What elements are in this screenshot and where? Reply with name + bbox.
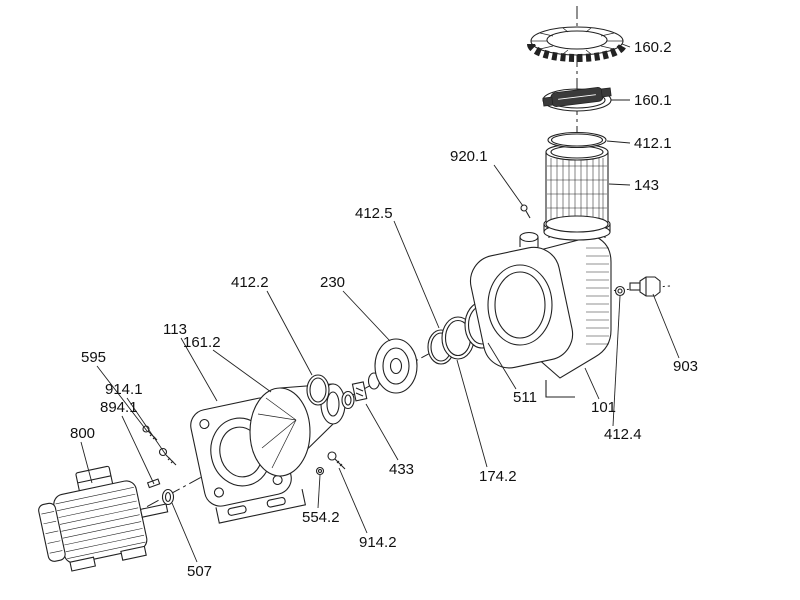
leader-412-5 [393, 220, 440, 329]
part-label-914-2: 914.2 [359, 534, 397, 551]
part-label-412-1: 412.1 [634, 135, 672, 152]
leader-412-2 [266, 290, 313, 376]
leader-433 [365, 403, 399, 461]
part-label-230: 230 [320, 274, 345, 291]
ring-nut-160-2-drawing [527, 26, 627, 62]
leader-230 [342, 290, 391, 342]
leader-507 [171, 502, 198, 563]
part-label-412-5: 412.5 [355, 205, 393, 222]
leader-412-1 [606, 140, 631, 144]
ring-nut-radial-marks [531, 27, 623, 55]
impeller-230-drawing [374, 338, 418, 394]
leader-894-1 [121, 415, 155, 485]
motor-shaft [139, 503, 169, 518]
leader-903 [652, 293, 680, 359]
part-label-174-2: 174.2 [479, 468, 517, 485]
o-ring-412-4-drawing [614, 285, 626, 297]
gasket-412-2-drawing [306, 374, 330, 406]
part-label-511: 511 [513, 389, 537, 406]
leader-143 [608, 183, 631, 186]
mechanical-seal-433-drawing [341, 372, 381, 410]
part-label-412-4: 412.4 [604, 426, 642, 443]
screw-920-1-drawing [520, 204, 531, 219]
part-label-412-2: 412.2 [231, 274, 269, 291]
leader-174-2 [456, 359, 488, 468]
part-label-161-2: 161.2 [183, 334, 221, 351]
part-label-920-1: 920.1 [450, 148, 488, 165]
leader-160-2 [621, 43, 631, 48]
screw-914-1-drawing [158, 447, 177, 466]
housing-foot [545, 380, 575, 398]
screw-914-2-drawing [327, 451, 346, 470]
basket-mesh [547, 158, 607, 220]
leader-914-2 [338, 467, 368, 534]
part-label-101: 101 [591, 399, 616, 416]
motor-foot [69, 556, 97, 572]
leader-920-1 [493, 164, 524, 207]
leader-800 [80, 441, 93, 484]
part-label-433: 433 [389, 461, 414, 478]
part-label-554-2: 554.2 [302, 509, 340, 526]
ring-174-2-drawing [441, 316, 475, 360]
washer-554-2-drawing [315, 466, 325, 476]
motor-drawing [38, 465, 169, 572]
lid-o-ring-412-1-drawing [547, 131, 607, 149]
leader-914-1 [126, 397, 167, 456]
strainer-basket-143-drawing [545, 143, 609, 233]
housing-ribs [586, 247, 609, 345]
motor-fins [55, 486, 146, 559]
part-label-113: 113 [163, 321, 187, 338]
leader-113 [180, 337, 218, 402]
leader-511 [487, 342, 517, 390]
parts-artwork [38, 26, 661, 572]
part-label-800: 800 [70, 425, 95, 442]
drain-plug-903-drawing [629, 276, 661, 297]
flange-foot-bracket [215, 489, 307, 524]
leader-595 [96, 365, 148, 432]
part-label-507: 507 [187, 563, 212, 580]
motor-foot [120, 545, 147, 561]
part-label-894-1: 894.1 [100, 399, 138, 416]
strainer-lid-160-1-drawing [542, 87, 612, 112]
part-label-903: 903 [673, 358, 698, 375]
leader-161-2 [212, 349, 272, 393]
part-label-595: 595 [81, 349, 106, 366]
lid-handle [542, 87, 612, 107]
lantern-bracket-161-2-drawing [249, 383, 346, 478]
slinger-ring-507-drawing [161, 488, 175, 506]
part-label-143: 143 [634, 177, 659, 194]
leader-lines [80, 43, 680, 563]
part-label-160-2: 160.2 [634, 39, 672, 56]
part-label-914-1: 914.1 [105, 381, 143, 398]
part-labels: 160.2 160.1 412.1 143 920.1 412.5 412.2 … [70, 39, 698, 580]
leader-101 [584, 367, 600, 400]
leader-554-2 [317, 474, 321, 509]
leader-412-4 [612, 295, 621, 427]
part-label-160-1: 160.1 [634, 92, 672, 109]
